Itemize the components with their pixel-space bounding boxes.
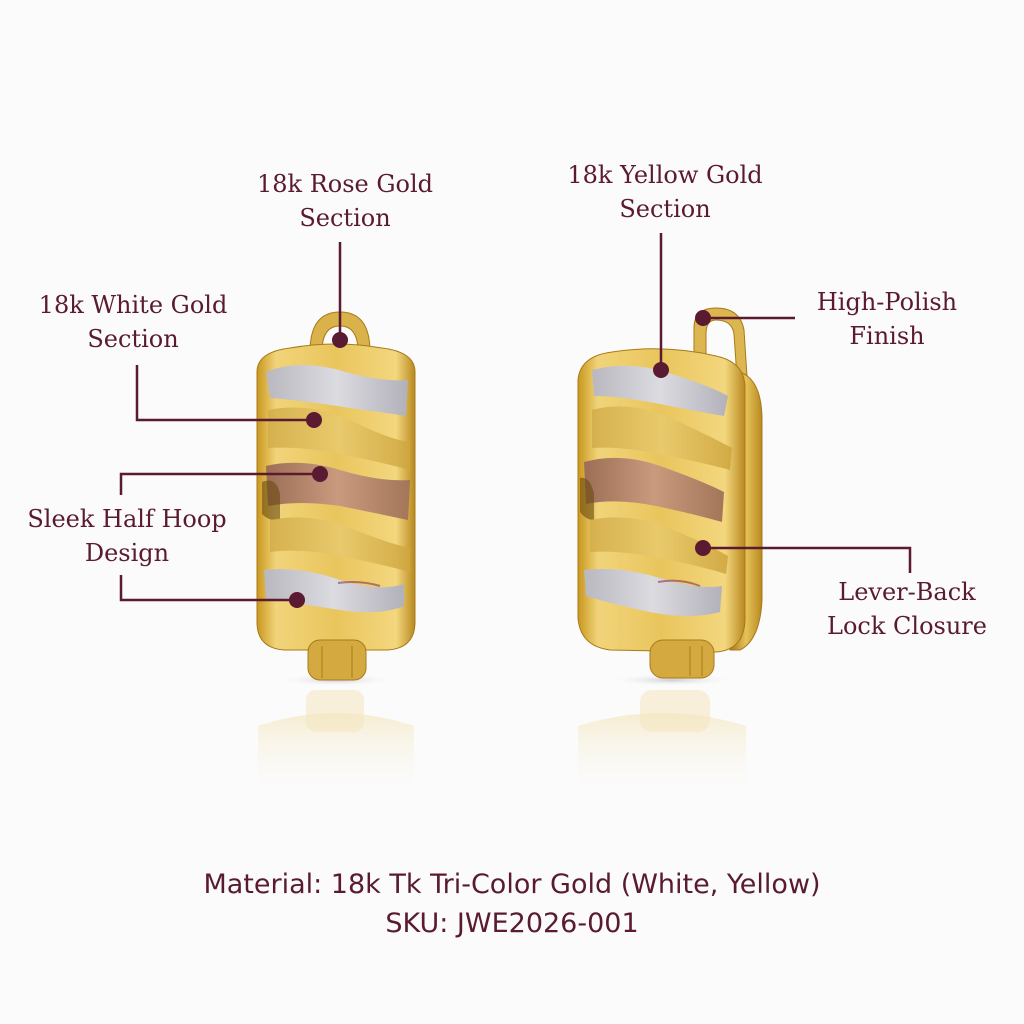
callout-half-hoop-line2: Design — [84, 539, 170, 567]
callout-dots — [289, 310, 711, 608]
callout-high-polish-line1: High-Polish — [816, 288, 958, 316]
dot-white-gold — [306, 412, 322, 428]
callout-rose-gold-line1: 18k Rose Gold — [256, 170, 434, 198]
callout-rose-gold: 18k Rose Gold Section — [257, 167, 433, 235]
callout-lever-back-line1: Lever-Back — [838, 578, 976, 606]
dot-lever-back — [695, 540, 711, 556]
callout-high-polish: High-Polish Finish — [817, 285, 957, 353]
leader-white-gold — [135, 365, 314, 422]
leader-half-hoop-top — [119, 472, 320, 495]
dot-high-polish — [695, 310, 711, 326]
dot-half-hoop-bottom — [289, 592, 305, 608]
dot-yellow-gold — [653, 362, 669, 378]
leader-half-hoop-bottom — [119, 575, 297, 602]
callout-white-gold-line1: 18k White Gold — [38, 291, 228, 319]
callout-lever-back: Lever-Back Lock Closure — [827, 575, 987, 643]
callout-leaders — [119, 233, 912, 602]
dot-half-hoop-top — [312, 466, 328, 482]
callout-lever-back-line2: Lock Closure — [827, 612, 987, 640]
material-text: Material: 18k Tk Tri-Color Gold (White, … — [203, 869, 821, 900]
right-earring — [577, 307, 763, 800]
callout-high-polish-line2: Finish — [849, 322, 925, 350]
callout-yellow-gold-line1: 18k Yellow Gold — [567, 161, 763, 189]
callout-yellow-gold-line2: Section — [619, 195, 711, 223]
leader-lever-back — [703, 546, 912, 573]
callout-rose-gold-line2: Section — [299, 204, 391, 232]
callout-white-gold-line2: Section — [87, 325, 179, 353]
dot-rose-gold — [332, 332, 348, 348]
callout-half-hoop-line1: Sleek Half Hoop — [27, 505, 227, 533]
left-earring — [256, 311, 416, 800]
sku-text: SKU: JWE2026-001 — [385, 908, 639, 939]
callout-half-hoop: Sleek Half Hoop Design — [27, 502, 226, 570]
callout-white-gold: 18k White Gold Section — [39, 288, 228, 356]
callout-yellow-gold: 18k Yellow Gold Section — [567, 158, 762, 226]
